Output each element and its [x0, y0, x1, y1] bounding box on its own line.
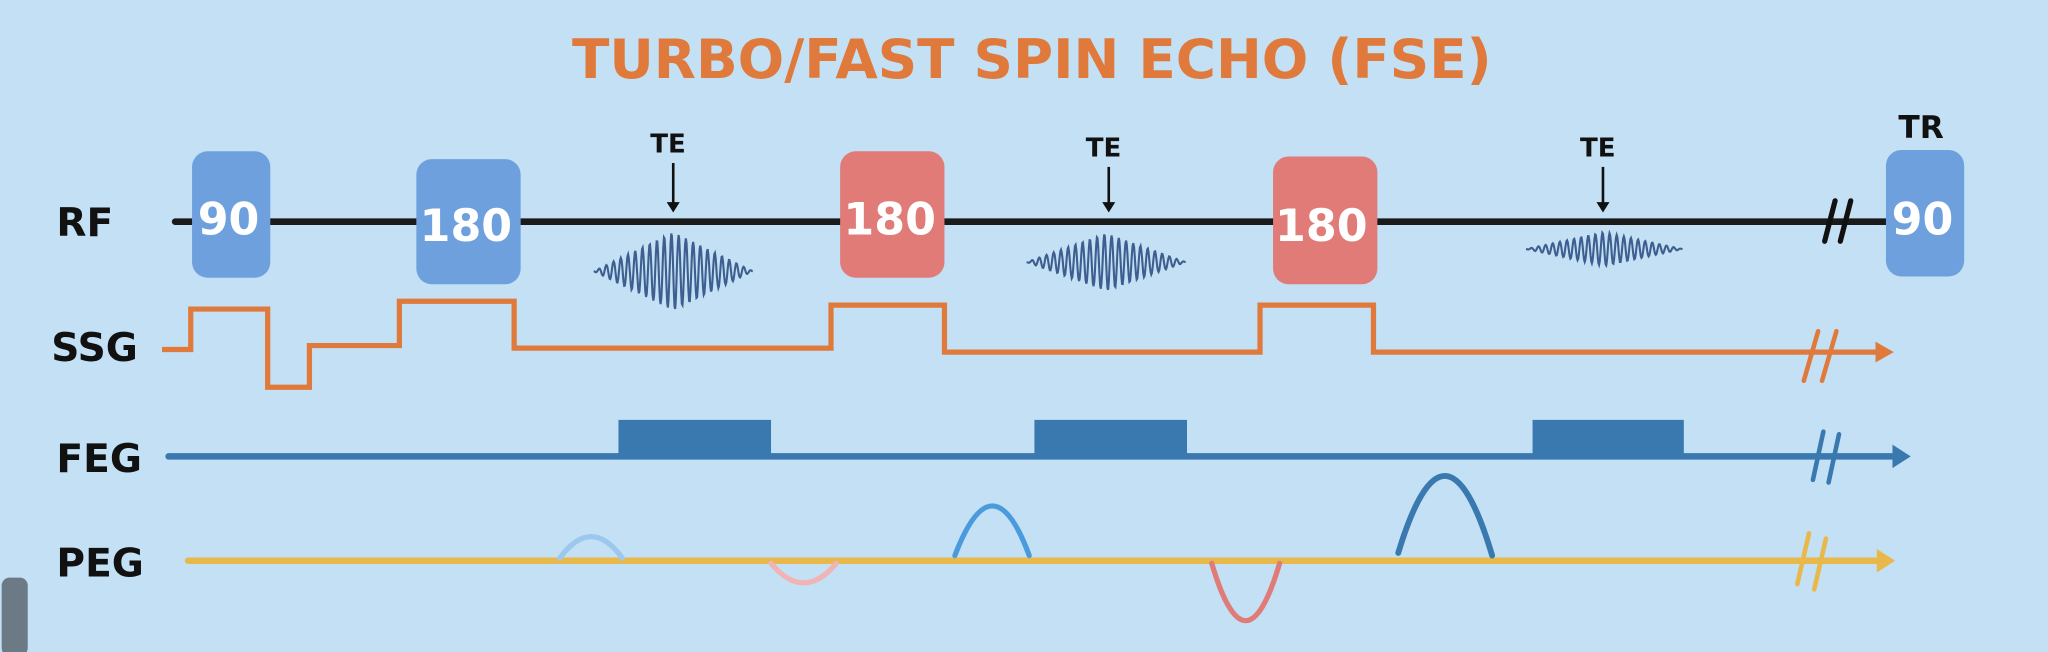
feg-label: FEG: [56, 437, 142, 482]
peg-lobe-1-positive: [557, 534, 625, 561]
pulse-180-first: 180: [416, 159, 521, 285]
feg-readout-lobe-2: [1034, 419, 1187, 457]
echo-signal-2: [1026, 234, 1186, 291]
ssg-arrowhead: [1875, 341, 1894, 363]
echo-signal-3: [1525, 229, 1683, 269]
peg-lobe-2-positive: [952, 503, 1032, 559]
pulse-180-second: 180: [840, 151, 945, 278]
svg-text:180: 180: [843, 195, 936, 246]
feg-break-mark: [1810, 429, 1842, 485]
peg-lobe-2-rewinder: [1209, 560, 1283, 624]
svg-text:TE: TE: [1580, 133, 1616, 163]
ssg-waveform: [162, 298, 1880, 390]
rf-label: RF: [56, 201, 113, 246]
pulse-180-third: 180: [1273, 156, 1378, 285]
peg-label: PEG: [56, 541, 143, 586]
peg-lobe-3-positive: [1395, 473, 1496, 559]
svg-text:180: 180: [420, 201, 513, 252]
feg-arrowhead: [1892, 444, 1911, 469]
side-panel-handle[interactable]: [1, 577, 28, 652]
diagram-title: TURBO/FAST SPIN ECHO (FSE): [572, 27, 1492, 91]
pulse-90-initial: 90: [192, 151, 271, 278]
svg-text:TE: TE: [650, 130, 686, 160]
tr-label: TR: [1898, 110, 1943, 146]
svg-text:90: 90: [1892, 195, 1954, 246]
feg-readout-lobe-3: [1532, 419, 1684, 457]
te-marker-3: TE: [1580, 133, 1616, 213]
rf-break-mark: [1822, 198, 1854, 244]
echo-signal-1: [593, 233, 753, 310]
ssg-label: SSG: [51, 326, 138, 371]
feg-readout-lobe-1: [618, 419, 772, 457]
peg-break-mark: [1794, 531, 1829, 592]
svg-text:90: 90: [198, 195, 260, 246]
te-marker-2: TE: [1086, 133, 1122, 213]
svg-text:TE: TE: [1086, 133, 1122, 163]
te-marker-1: TE: [650, 130, 686, 213]
peg-arrowhead: [1876, 548, 1896, 573]
pulse-90-next-tr: 90: [1885, 149, 1965, 277]
ssg-break-mark: [1801, 328, 1839, 384]
svg-text:180: 180: [1275, 201, 1368, 252]
peg-lobe-1-rewinder: [768, 560, 839, 586]
